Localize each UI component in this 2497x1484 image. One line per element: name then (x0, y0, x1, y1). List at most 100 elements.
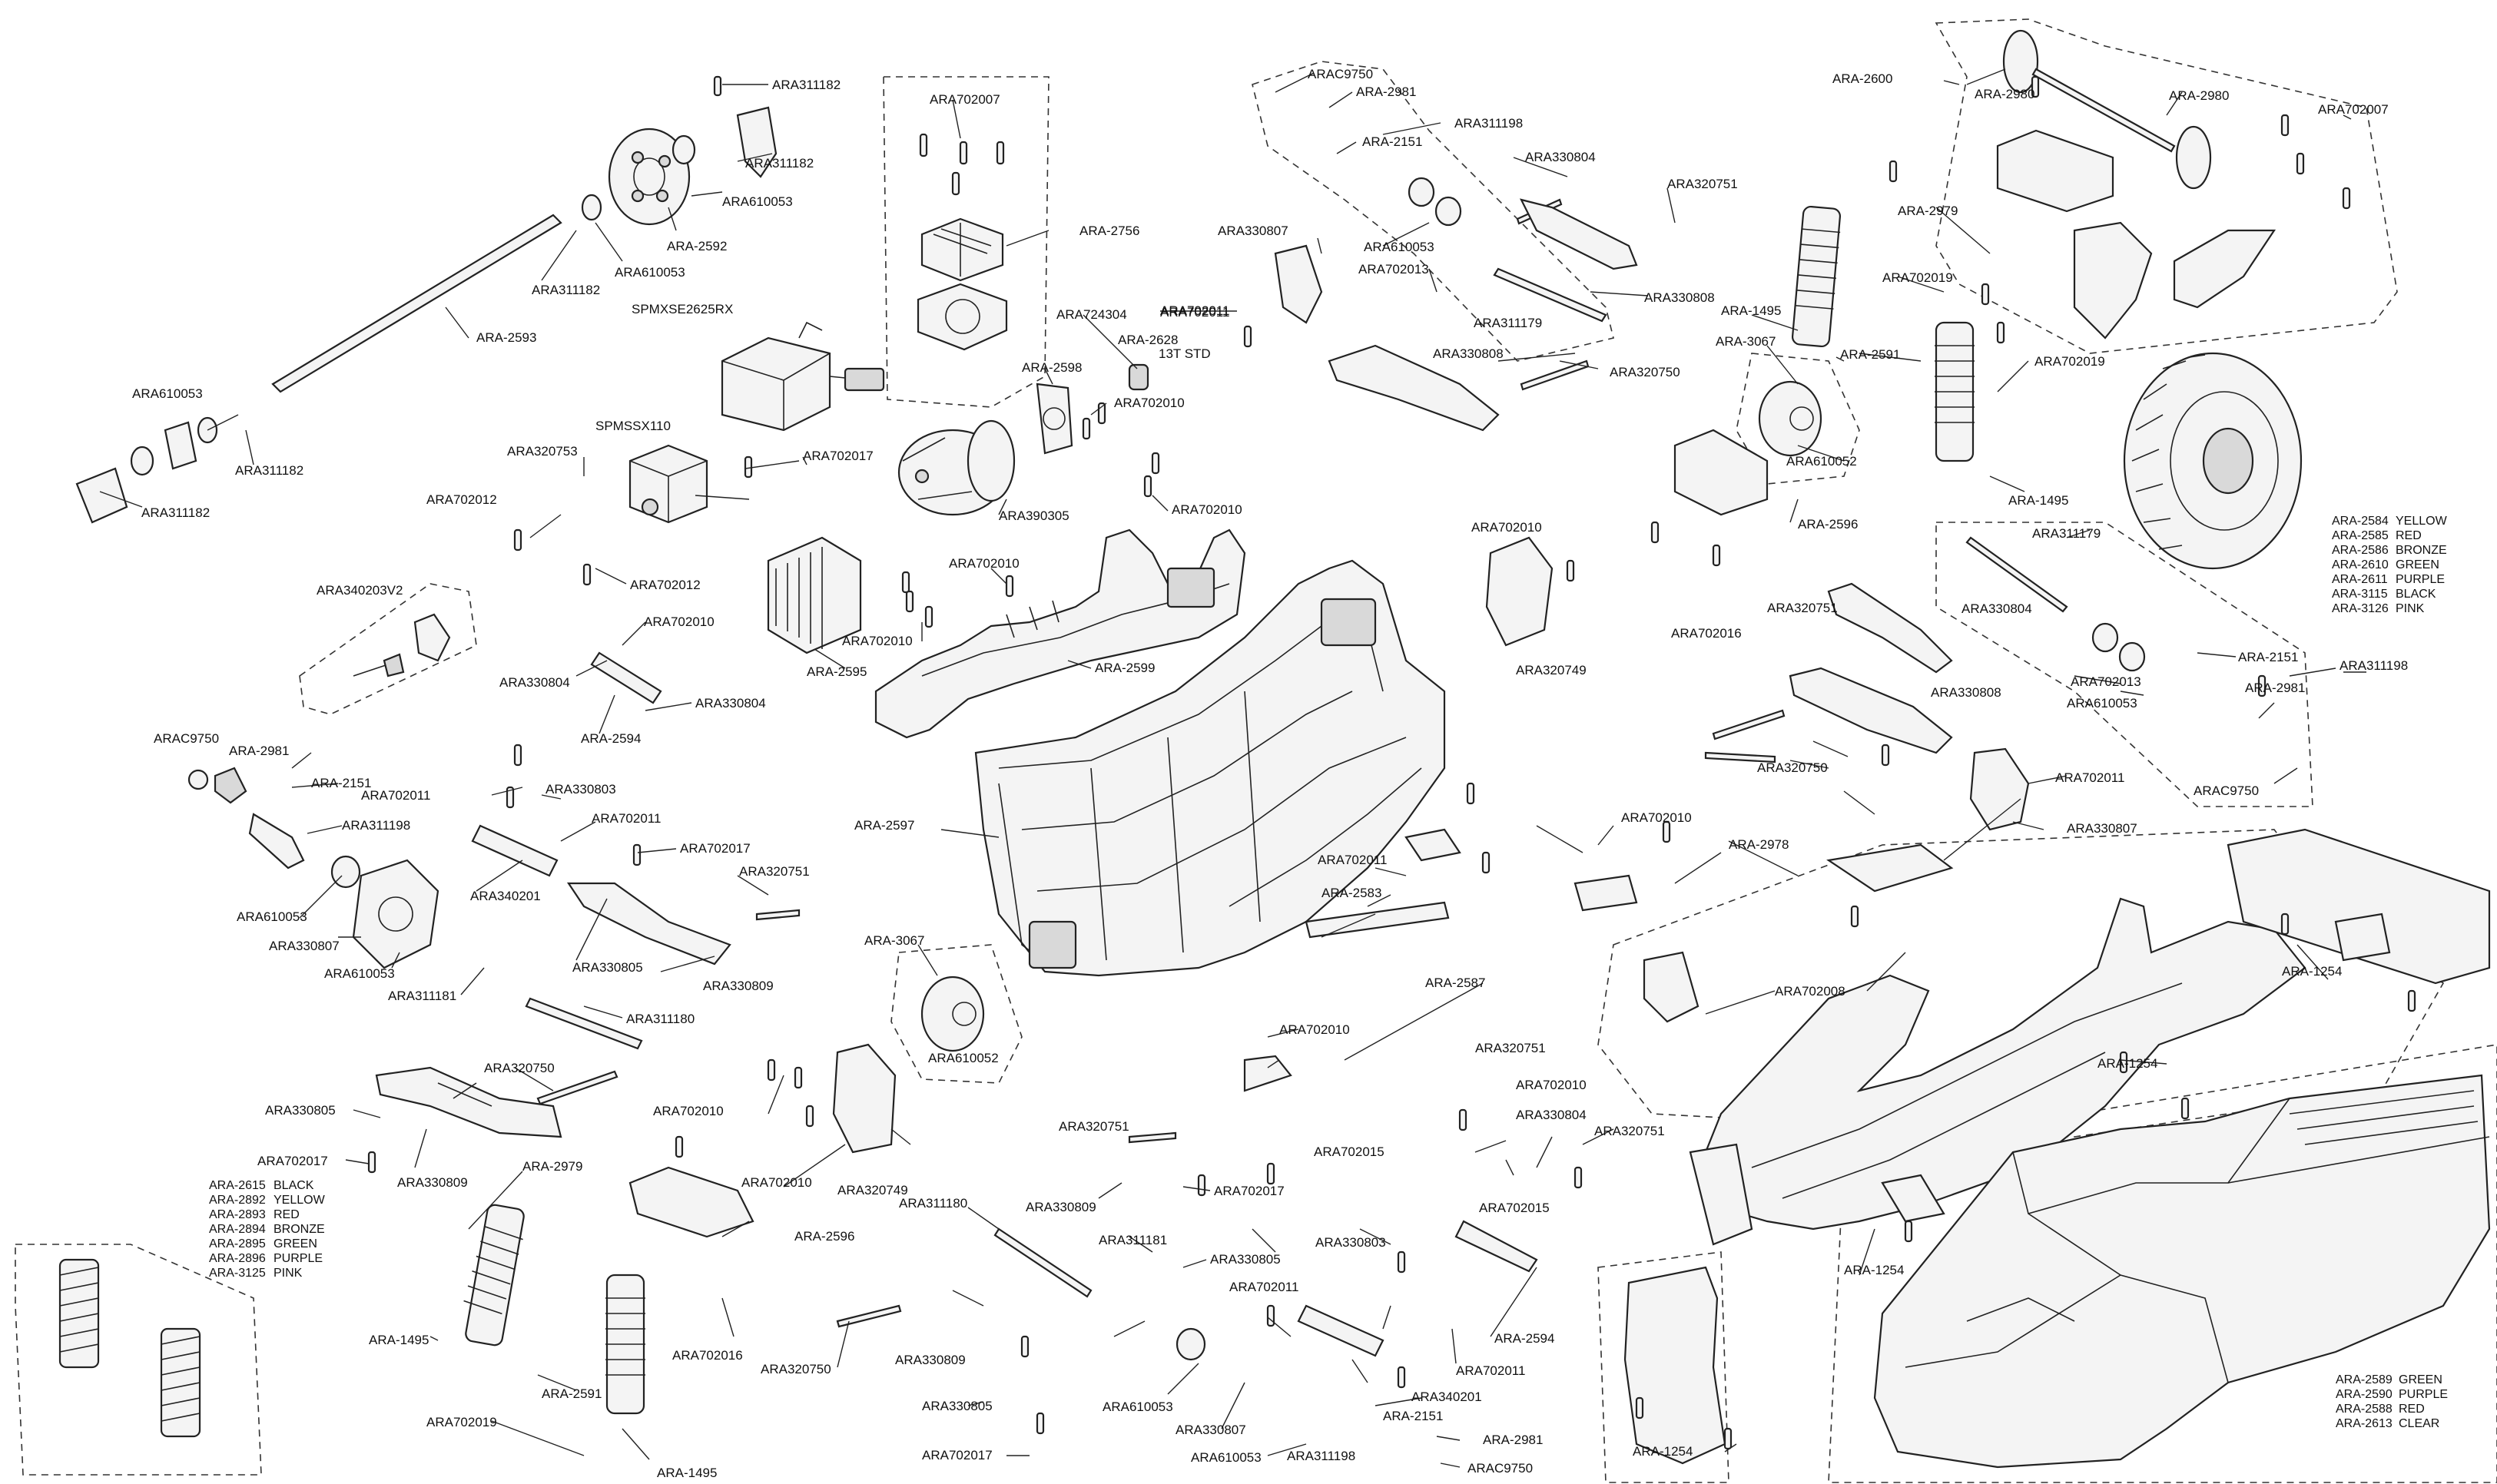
spring-code: ARA-2894 (209, 1223, 266, 1236)
wheel-color-list: ARA-2584 YELLOW ARA-2585 RED ARA-2586 BR… (2332, 515, 2448, 615)
part-label: ARA-2151 (1362, 134, 1422, 149)
part-label: ARA702013 (1358, 262, 1429, 277)
part-label: ARA702010 (644, 614, 715, 629)
part-label: ARA-2979 (1898, 204, 1958, 218)
wheel-code: ARA-2585 (2332, 529, 2389, 542)
part-label: SPMXSE2625RX (632, 302, 733, 316)
part-label: ARA330809 (895, 1353, 966, 1367)
wheel-tire-part (2123, 352, 2303, 570)
top-deck-part (874, 528, 1246, 739)
part-label: ARA702010 (1516, 1078, 1587, 1092)
spare-springs-part (58, 1258, 201, 1438)
part-label: ARA610053 (615, 265, 685, 280)
part-label: ARA311179 (2032, 526, 2101, 541)
part-label: ARA-2981 (229, 744, 289, 758)
part-label: ARA-1495 (657, 1466, 717, 1480)
part-label: ARA311181 (388, 989, 456, 1003)
part-label: ARA320751 (1594, 1124, 1665, 1138)
part-label: ARA330807 (1218, 224, 1288, 238)
part-label: ARA-2591 (542, 1386, 602, 1401)
part-label: ARA610053 (1191, 1450, 1262, 1465)
part-label: ARA-2978 (1729, 837, 1789, 852)
group-outline-front-hub (1252, 61, 1614, 362)
body-color: RED (2399, 1403, 2425, 1416)
part-label: ARA-2596 (794, 1229, 854, 1244)
wheel-color: GREEN (2396, 558, 2439, 571)
pinion-gear-part (1128, 363, 1149, 391)
group-outline-servo-saver (299, 583, 477, 715)
part-label: ARA702010 (949, 556, 1020, 571)
part-label: ARA702013 (2071, 674, 2141, 689)
part-label: ARA702010 (1114, 396, 1185, 410)
part-label: ARA702010 (741, 1175, 812, 1190)
part-label: ARA340201 (1411, 1390, 1482, 1404)
part-label: ARA-2591 (1840, 347, 1900, 362)
part-label: ARA702011 (2055, 770, 2124, 785)
part-label: ARA311182 (532, 283, 600, 297)
part-label: ARA-2981 (1356, 84, 1416, 99)
part-label: ARA330807 (2067, 821, 2137, 836)
part-label: 13T STD (1159, 346, 1211, 361)
part-label: ARA-2594 (581, 731, 641, 746)
part-label: ARA702011 (1160, 303, 1229, 318)
part-label: ARA702016 (672, 1348, 743, 1363)
part-label: ARA702017 (803, 449, 874, 463)
part-label: ARA-2583 (1321, 886, 1381, 900)
part-label: ARA702010 (1471, 520, 1542, 535)
part-label: ARAC9750 (1308, 67, 1373, 81)
part-label: ARA311198 (342, 818, 410, 833)
wheel-code: ARA-3115 (2332, 588, 2388, 601)
wheel-color: PURPLE (2396, 573, 2445, 586)
front-lower-arm-part (375, 1066, 562, 1138)
group-outline-rear-wing (1935, 18, 2398, 354)
rear-chassis-part (1643, 828, 2491, 1246)
body-color: CLEAR (2399, 1417, 2439, 1430)
part-label: ARA702010 (1172, 502, 1242, 517)
part-label: ARA-2587 (1425, 976, 1485, 990)
body-code: ARA-2589 (2336, 1373, 2393, 1386)
part-label: ARA702017 (1214, 1184, 1285, 1198)
part-label: ARA-1495 (2008, 493, 2068, 508)
part-label: ARA702010 (1279, 1022, 1350, 1037)
part-label: ARA320751 (739, 864, 810, 879)
part-label: ARA-2979 (522, 1159, 582, 1174)
center-arm-parts (1274, 198, 2030, 831)
part-label: ARA-2599 (1095, 661, 1155, 675)
spring-color: PINK (274, 1267, 303, 1280)
part-label: ARA311180 (626, 1012, 695, 1026)
spring-color: RED (274, 1208, 300, 1221)
part-label: ARA-2593 (476, 330, 536, 345)
part-label: ARA311182 (745, 156, 814, 171)
part-label: ARA311198 (2339, 658, 2408, 673)
diff-front-part (1758, 380, 1822, 457)
part-label: ARA311179 (1474, 316, 1542, 330)
esc-part (721, 321, 885, 432)
part-label: ARA610052 (928, 1051, 999, 1065)
part-label: ARA-2981 (2245, 681, 2305, 695)
part-label: ARA330809 (703, 979, 774, 993)
group-outline-chassis-rear (1597, 829, 2445, 1138)
front-hub-carrier-part (352, 859, 439, 969)
part-label: ARA-1495 (1721, 303, 1781, 318)
part-label: ARA-2628 (1118, 333, 1178, 347)
part-label: ARA702017 (922, 1448, 993, 1462)
spring-code: ARA-2892 (209, 1194, 266, 1207)
part-label: SPMSSX110 (595, 419, 671, 433)
part-label: ARA330805 (922, 1399, 993, 1413)
part-label: ARA724304 (1056, 307, 1127, 322)
part-label: ARA-2596 (1798, 517, 1858, 532)
part-label: ARA610053 (324, 966, 395, 981)
gearbox-housing-parts (628, 429, 1769, 1238)
part-label: ARA320750 (1610, 365, 1680, 379)
body-code: ARA-2590 (2336, 1388, 2393, 1401)
part-label: ARA-1254 (2097, 1056, 2157, 1071)
part-label: ARA330803 (545, 782, 616, 797)
part-label: ARA702016 (1671, 626, 1742, 641)
group-outline-diff-front (1736, 353, 1860, 485)
part-label: ARA340201 (470, 889, 541, 903)
cooling-fan-part (917, 217, 1008, 351)
part-label: ARA-2592 (667, 239, 727, 253)
center-driveshaft-part (271, 214, 562, 393)
part-label: ARA-2980 (1975, 87, 2034, 101)
bearing-parts (130, 134, 2146, 1361)
